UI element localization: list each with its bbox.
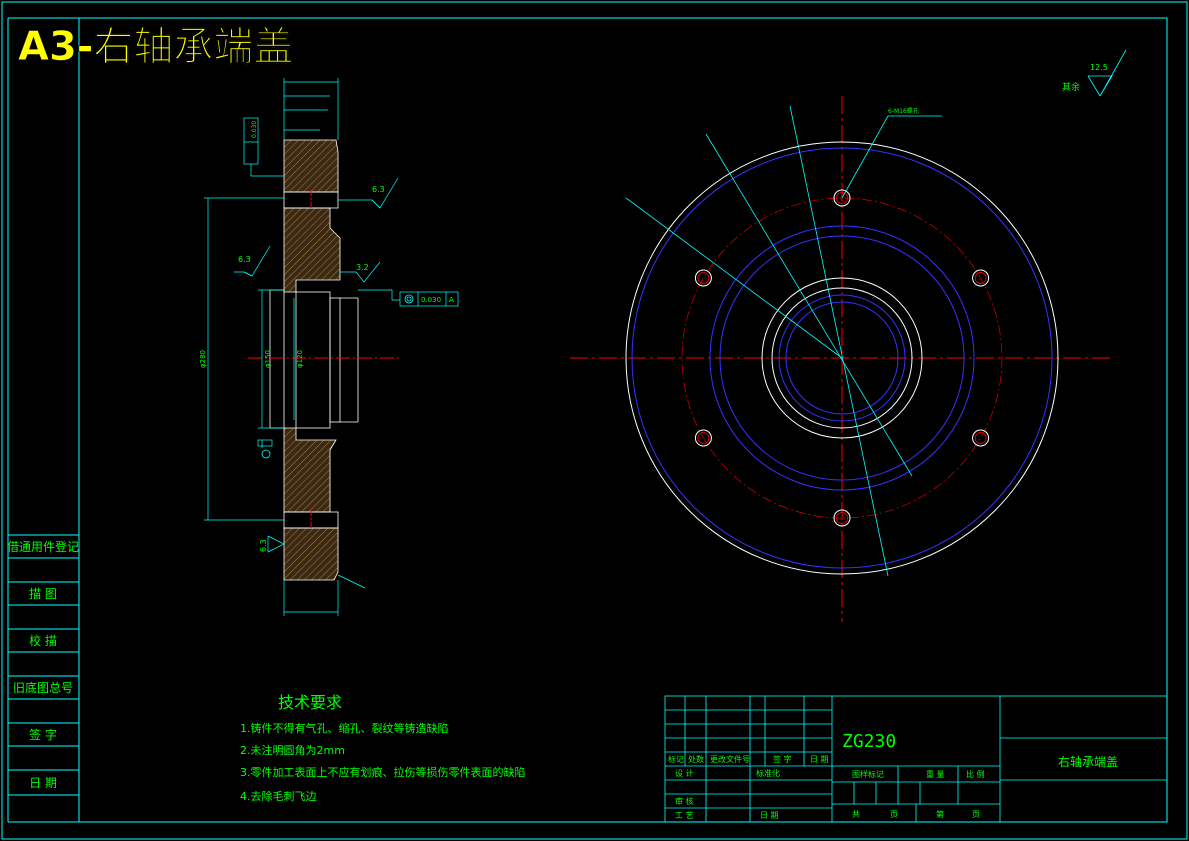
inner-border <box>78 17 1168 823</box>
outer-rim <box>625 141 1059 575</box>
dim-inner-diameter: φ120 <box>296 350 304 368</box>
hole-note: 6-M16螺孔 <box>888 107 919 115</box>
stage-header-2: 重 量 <box>926 769 945 779</box>
section-hatch-lower <box>283 427 337 513</box>
row-date: 日 期 <box>760 811 779 820</box>
rev-header-5: 日 期 <box>810 755 829 764</box>
rev-header-3: 更改文件号 <box>710 754 750 764</box>
concentric-value: 0.030 <box>421 296 441 304</box>
rev-header-1: 标记 <box>668 754 684 764</box>
general-roughness <box>1087 49 1127 97</box>
row-review: 审 核 <box>675 796 694 806</box>
roughness-3: 3.2 <box>356 263 369 272</box>
left-cell-1: 借通用件登记 <box>7 539 79 554</box>
drawing-title: A3-右轴承端盖 <box>18 24 293 70</box>
tech-req-3: 3.零件加工表面上不应有划痕、拉伤等损伤零件表面的缺陷 <box>240 765 526 779</box>
left-register-table <box>8 534 79 796</box>
roughness-4: 6.3 <box>259 539 268 552</box>
material-label: ZG230 <box>842 731 896 752</box>
title-block <box>664 695 1168 823</box>
inner-bore <box>785 301 899 415</box>
left-cell-3: 校 描 <box>29 633 57 648</box>
sheet-total-unit: 页 <box>890 810 898 819</box>
stage-header-1: 图样标记 <box>852 769 884 779</box>
dim-mid-diameter: φ150 <box>264 350 272 368</box>
general-roughness-label: 其余 <box>1062 81 1080 93</box>
rev-header-4: 签 字 <box>773 754 792 764</box>
stage-header-3: 比 例 <box>966 769 985 779</box>
sheet-total-label: 共 <box>852 810 860 819</box>
tech-req-1: 1.铸件不得有气孔、缩孔、裂纹等铸造缺陷 <box>240 721 449 735</box>
part-name: 右轴承端盖 <box>1058 754 1118 769</box>
flatness-value: 0.030 <box>251 121 258 138</box>
tech-req-heading: 技术要求 <box>278 693 342 712</box>
rev-header-2: 处数 <box>688 754 704 764</box>
dim-outer-diameter: φ280 <box>199 350 207 368</box>
general-roughness-value: 12.5 <box>1090 63 1108 72</box>
front-view: 6-M16螺孔 <box>570 96 1114 622</box>
section-hatch-upper-2 <box>283 207 341 293</box>
tech-req-4: 4.去除毛刺飞边 <box>240 789 317 803</box>
section-hatch-lower-2 <box>283 527 339 581</box>
roughness-2: 6.3 <box>238 255 251 264</box>
left-cell-5: 签 字 <box>29 727 57 742</box>
row-design: 设 计 <box>675 768 694 778</box>
section-view: φ280 φ150 φ120 6.3 6.3 3.2 6.3 0.030 0.0… <box>199 78 459 616</box>
bolt-holes <box>694 189 990 527</box>
row-process: 工 艺 <box>675 811 694 820</box>
left-cell-2: 描 图 <box>29 587 57 601</box>
tech-req-2: 2.未注明圆角为2mm <box>240 743 345 757</box>
left-cell-6: 日 期 <box>29 776 57 790</box>
row-standard: 标准化 <box>756 768 780 778</box>
roughness-1: 6.3 <box>372 185 385 194</box>
left-cell-4: 旧底图总号 <box>13 680 73 695</box>
datum-label: A <box>449 296 454 304</box>
sheet-no-unit: 页 <box>972 810 980 819</box>
section-hatch-upper <box>283 139 339 193</box>
sheet-no-label: 第 <box>936 809 944 819</box>
bolt-circle <box>681 197 1003 519</box>
